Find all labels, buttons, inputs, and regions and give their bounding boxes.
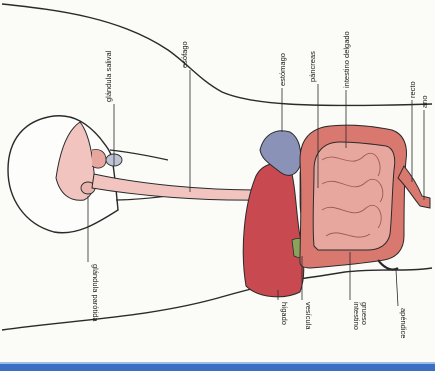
label-vesicula: vesícula: [304, 302, 313, 330]
label-estomago: estómago: [278, 53, 287, 86]
label-intestino-delgado: intestino delgado: [342, 31, 351, 88]
frame-bottom-border: [0, 364, 435, 371]
label-apendice: apéndice: [399, 308, 408, 338]
label-recto: recto: [408, 81, 417, 98]
label-esofago: esófago: [180, 41, 189, 68]
frame-bottom-highlight: [0, 362, 435, 364]
label-ano: ano: [420, 95, 429, 108]
label-intestino-grueso-line1: intestino: [352, 302, 361, 330]
label-higado: hígado: [280, 302, 289, 325]
label-glandula-parotida: glándula parótida: [91, 264, 100, 322]
label-intestino-grueso-line2: grueso: [360, 302, 369, 325]
label-pancreas: páncreas: [308, 51, 317, 82]
label-glandula-salival: glándula salival: [104, 50, 113, 102]
